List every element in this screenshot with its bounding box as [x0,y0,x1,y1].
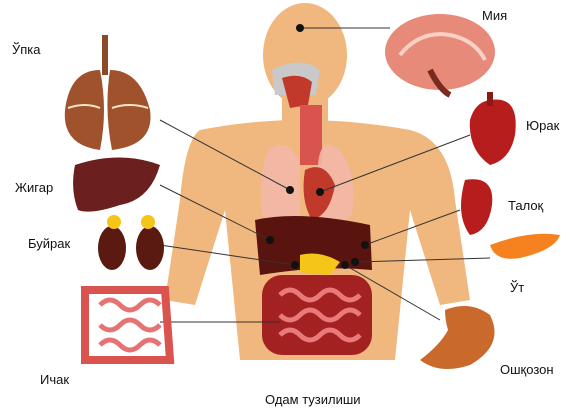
gallbladder-illustration [490,234,560,259]
label-brain: Мия [482,8,507,23]
brain-illustration [385,14,495,95]
label-gallbladder: Ўт [510,280,524,295]
heart-illustration [470,92,516,165]
intestines-illustration [85,290,170,360]
label-liver: Жигар [15,180,53,195]
label-heart: Юрак [526,118,559,133]
label-spleen: Талоқ [508,198,543,213]
label-kidneys: Буйрак [28,236,70,251]
label-lungs: Ўпка [12,42,41,57]
spleen-illustration [461,179,492,235]
diagram-caption: Одам тузилиши [265,392,361,407]
label-stomach: Ошқозон [500,362,554,377]
label-intestines: Ичак [40,372,69,387]
lungs-illustration [65,35,151,150]
liver-illustration [73,158,160,212]
kidneys-illustration [98,215,164,270]
